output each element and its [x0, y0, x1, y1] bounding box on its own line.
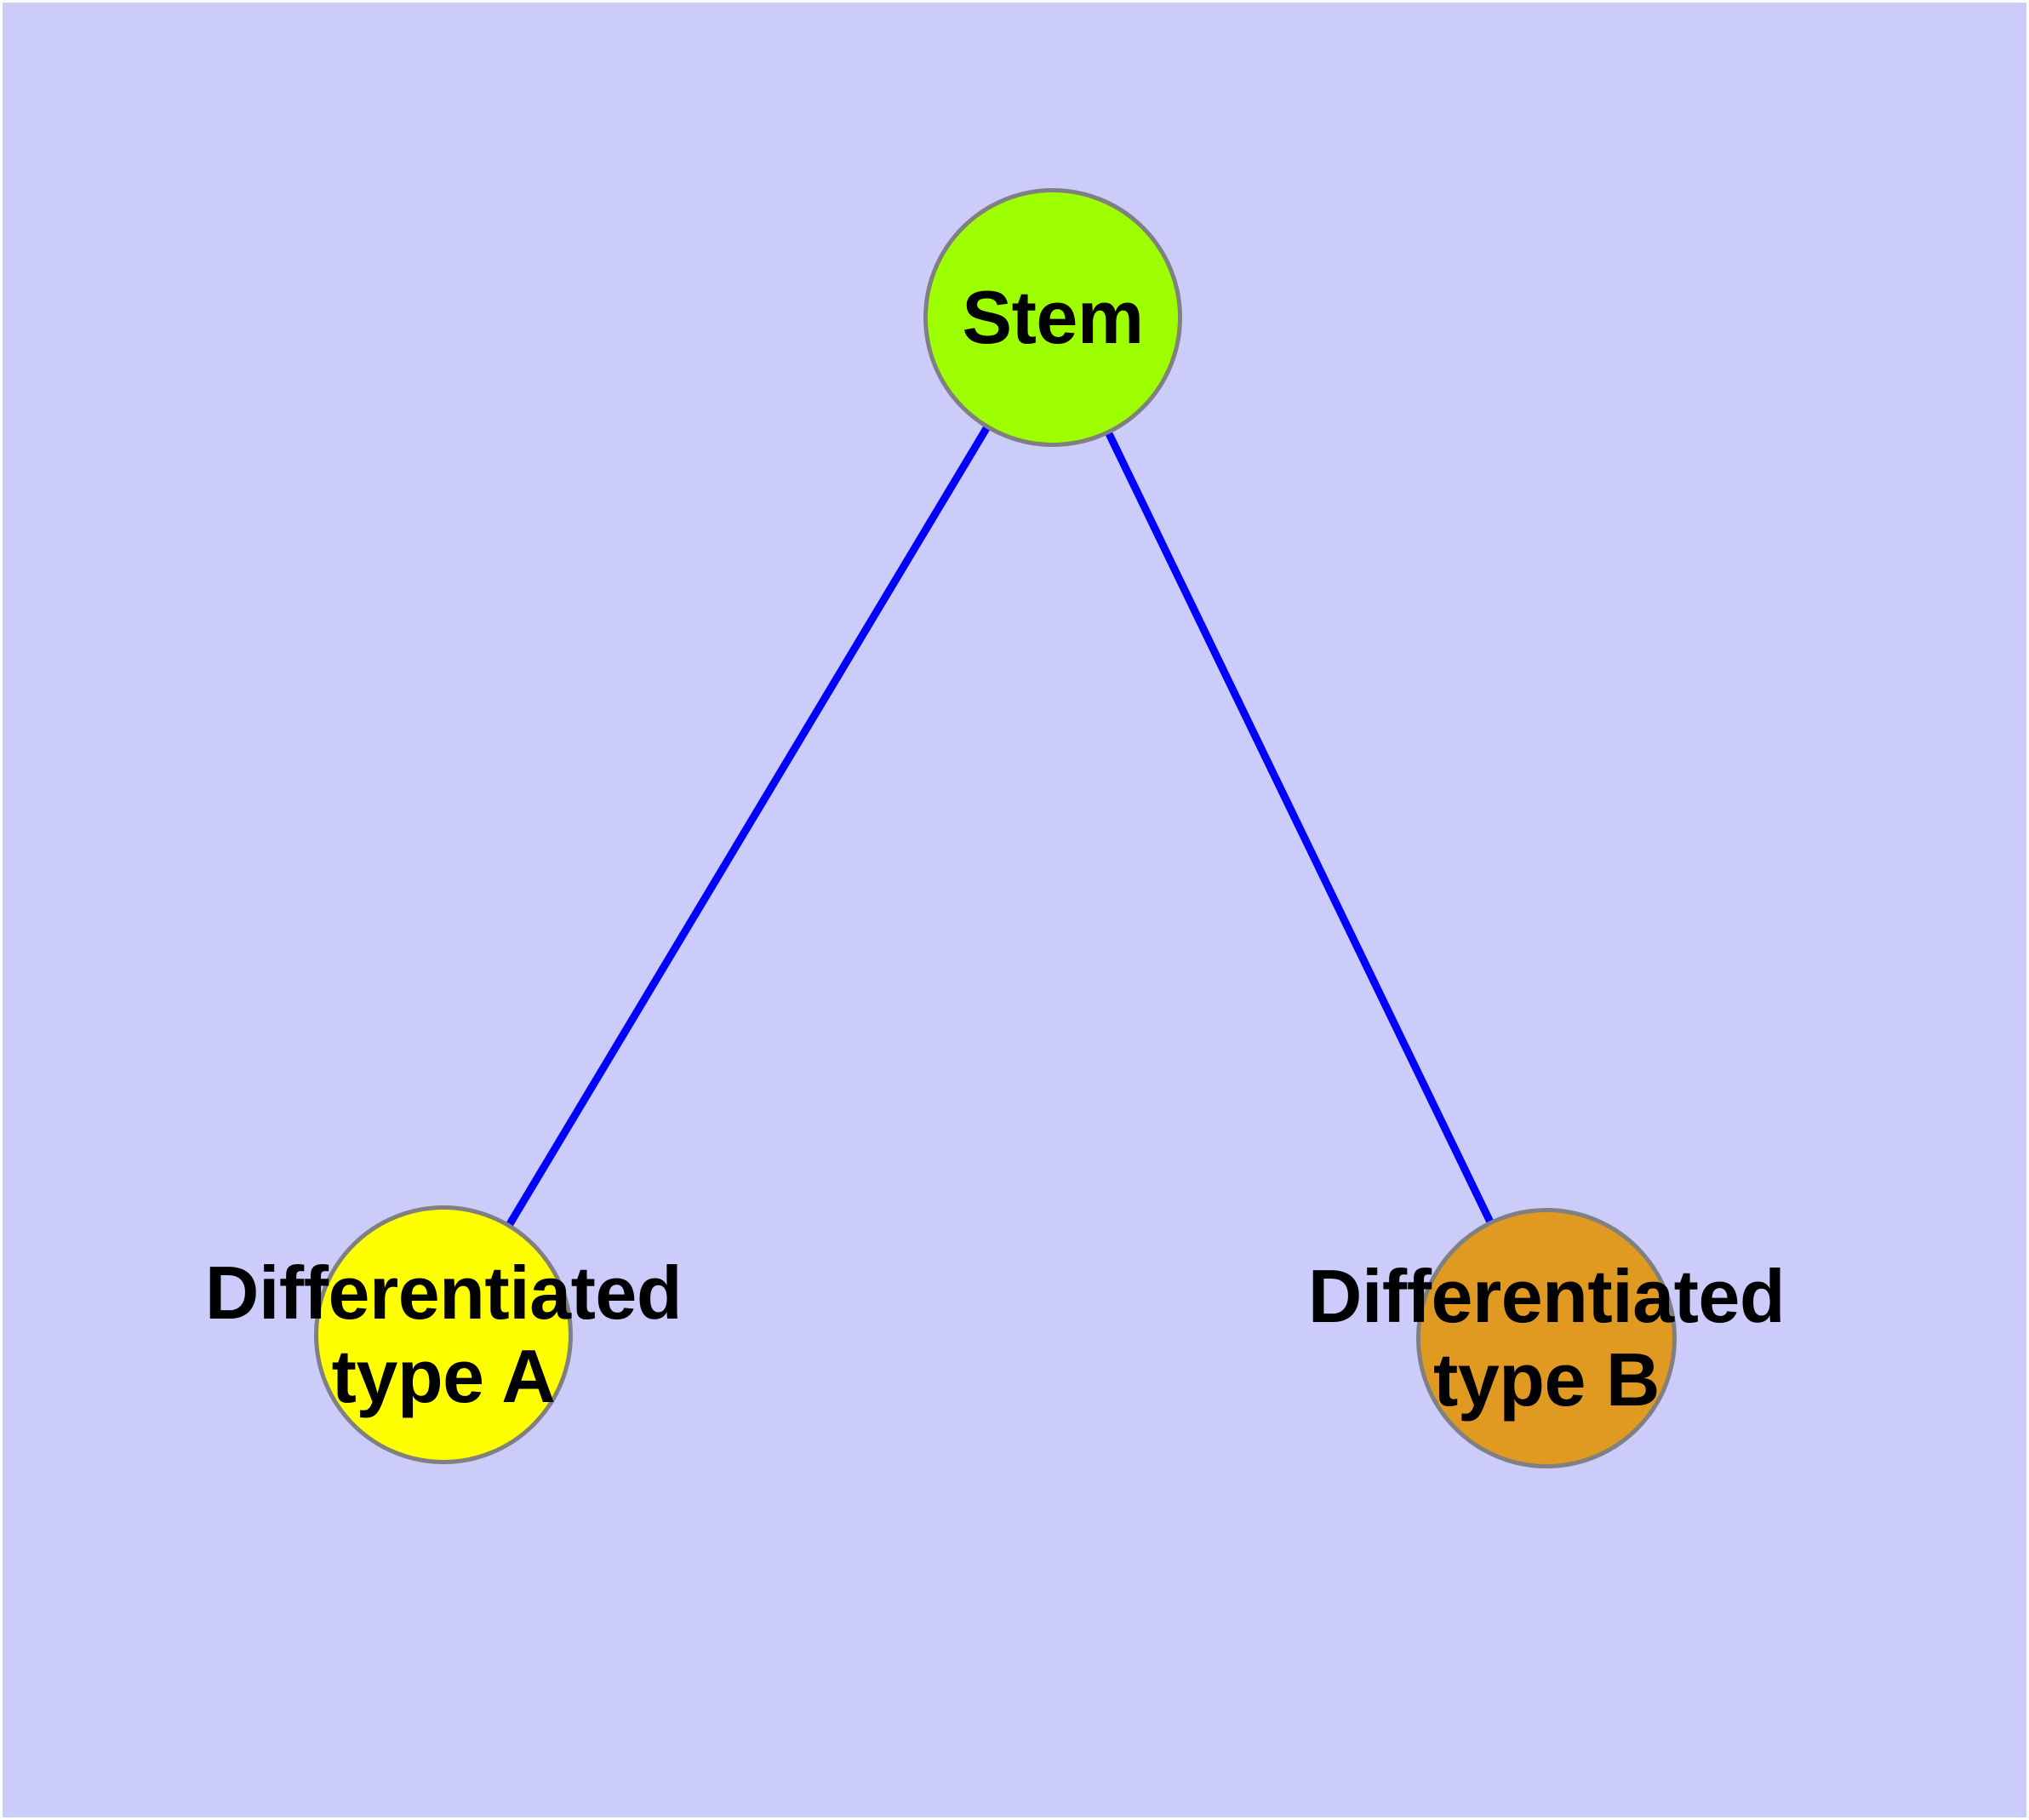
edge-layer	[440, 315, 1551, 1340]
node-layer: Stem Differentiated type A Differentiate…	[3, 3, 2026, 1817]
node-differentiated-type-b-label: Differentiated type B	[1307, 1253, 1786, 1422]
node-differentiated-type-a[interactable]	[314, 1205, 573, 1464]
edge-stem-to-differentiated-type-a	[440, 315, 1056, 1337]
graph-plot-area: Stem Differentiated type A Differentiate…	[3, 3, 2026, 1817]
edge-stem-to-differentiated-type-b	[1049, 316, 1551, 1340]
node-differentiated-type-b[interactable]	[1416, 1208, 1677, 1468]
node-stem[interactable]	[923, 188, 1182, 447]
node-differentiated-type-a-label: Differentiated type A	[204, 1250, 683, 1419]
